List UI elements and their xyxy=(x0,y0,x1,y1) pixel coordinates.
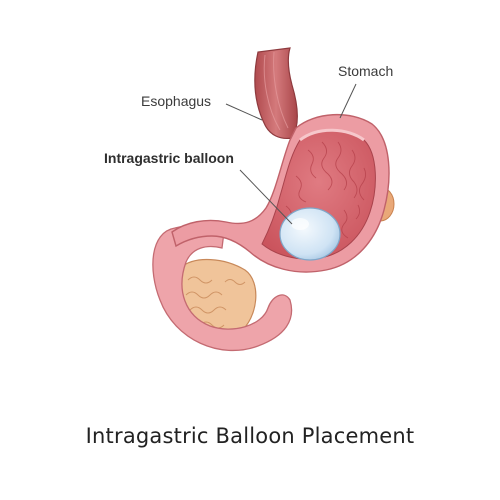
label-stomach: Stomach xyxy=(338,63,394,79)
duodenum xyxy=(152,224,293,351)
caption: Intragastric Balloon Placement xyxy=(85,424,415,448)
intragastric-balloon xyxy=(279,207,341,261)
balloon-leader-line xyxy=(239,169,293,225)
stomach-leader-line xyxy=(339,83,357,119)
label-intragastric-balloon: Intragastric balloon xyxy=(104,150,234,166)
esophagus-leader-line xyxy=(225,103,263,121)
label-esophagus: Esophagus xyxy=(141,93,212,109)
